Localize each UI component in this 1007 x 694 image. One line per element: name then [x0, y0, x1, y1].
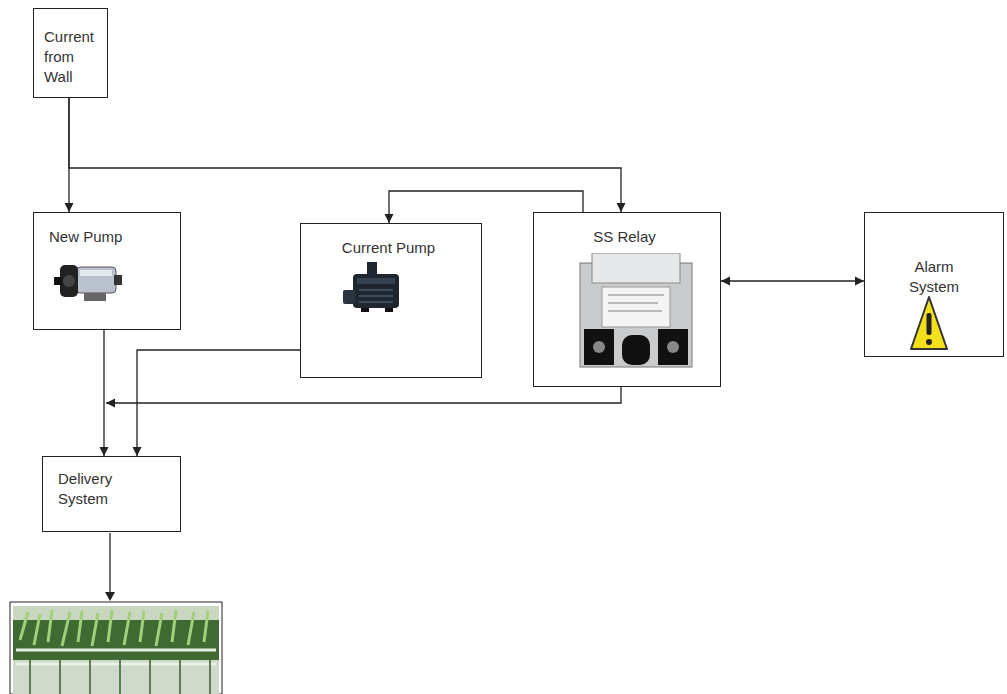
connector	[721, 277, 864, 286]
process-box: Delivery System	[42, 456, 181, 532]
arrow-head	[855, 277, 864, 286]
flow-line	[109, 533, 110, 596]
connector	[106, 387, 621, 408]
plants-picture	[10, 602, 222, 694]
box-label: SS Relay	[534, 227, 715, 247]
arrow-head	[133, 447, 142, 456]
arrow-head	[385, 214, 394, 223]
arrow-head	[106, 399, 115, 408]
relay-picture	[578, 253, 694, 377]
arrow-head	[65, 203, 74, 212]
newpump-picture	[54, 257, 124, 309]
box-label: Alarm System	[899, 257, 969, 297]
arrow-head	[105, 592, 115, 601]
curpump-picture	[343, 260, 407, 314]
arrow-head	[721, 277, 730, 286]
connector-line	[69, 98, 621, 212]
process-box: Alarm System	[864, 212, 1004, 357]
box-label: Current from Wall	[44, 27, 102, 87]
arrow-head	[617, 203, 626, 212]
box-label: Delivery System	[58, 469, 128, 509]
box-label: New Pump	[49, 227, 169, 247]
connector	[69, 98, 626, 212]
alarm-picture	[909, 295, 949, 351]
box-label: Current Pump	[301, 238, 476, 258]
connector-line	[106, 387, 621, 403]
process-box: Current from Wall	[33, 8, 108, 98]
process-box: Current Pump	[300, 223, 482, 378]
process-box: New Pump	[33, 212, 181, 330]
connector-line	[103, 330, 104, 456]
connector-line	[721, 280, 864, 281]
process-box: SS Relay	[533, 212, 721, 387]
arrow-head	[100, 447, 109, 456]
connector	[100, 330, 109, 456]
